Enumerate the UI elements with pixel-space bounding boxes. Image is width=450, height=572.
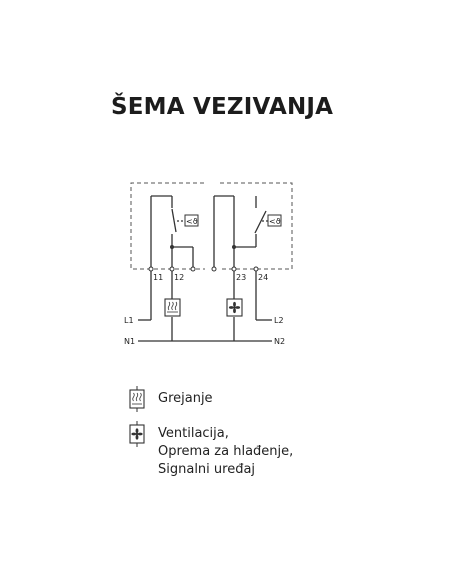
terminal-11	[148, 266, 154, 272]
line-label-n2: N2	[274, 337, 285, 346]
terminal-24	[253, 266, 259, 272]
legend-fan-icon	[129, 421, 145, 447]
terminal-23	[231, 266, 237, 272]
terminal-bridge-right	[211, 266, 217, 272]
heater-icon	[164, 298, 181, 317]
left-sensor-label: <ϑ	[186, 217, 198, 226]
junction-dots	[170, 245, 236, 249]
terminal-label-11: 11	[153, 273, 163, 282]
legend-ventilation-line3: Signalni uređaj	[158, 462, 256, 477]
terminal-bridge-left	[190, 266, 196, 272]
terminal-label-23: 23	[236, 273, 246, 282]
external-wiring	[138, 269, 272, 342]
terminal-label-24: 24	[258, 273, 268, 282]
legend-heating-label: Grejanje	[158, 391, 213, 406]
fan-icon	[226, 298, 243, 317]
legend-heater-icon	[129, 386, 145, 412]
page-title: ŠEMA VEZIVANJA	[111, 94, 334, 120]
right-relay-contact	[213, 195, 267, 269]
legend-ventilation-line1: Ventilacija,	[158, 426, 229, 441]
line-label-n1: N1	[124, 337, 135, 346]
left-sensor-box: <ϑ	[184, 214, 199, 227]
terminal-label-12: 12	[174, 273, 184, 282]
terminal-points	[148, 266, 259, 272]
right-sensor-box: <ϑ	[267, 214, 282, 227]
terminal-12	[169, 266, 175, 272]
left-relay-contact	[150, 195, 194, 320]
legend-ventilation-line2: Oprema za hlađenje,	[158, 444, 294, 459]
line-label-l1: L1	[124, 316, 134, 325]
line-label-l2: L2	[274, 316, 284, 325]
right-sensor-label: <ϑ	[269, 217, 281, 226]
